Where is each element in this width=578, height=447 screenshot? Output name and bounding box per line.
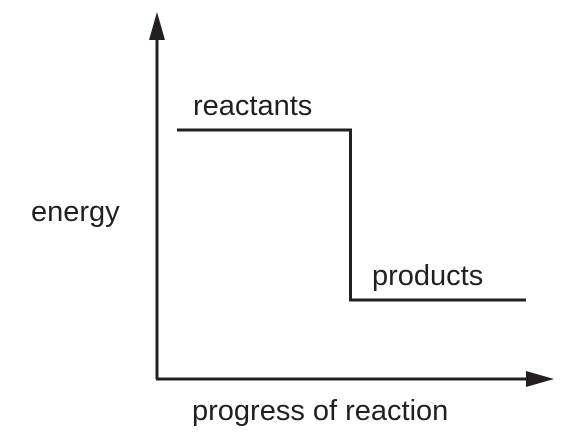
y-axis-label: energy	[31, 196, 120, 228]
x-axis-label: progress of reaction	[192, 395, 448, 427]
axes	[149, 12, 554, 387]
energy-level-path	[177, 128, 526, 302]
x-axis-arrowhead	[526, 371, 554, 387]
reactants-label: reactants	[193, 90, 312, 122]
products-label: products	[372, 260, 483, 292]
y-axis-arrowhead	[149, 12, 165, 40]
